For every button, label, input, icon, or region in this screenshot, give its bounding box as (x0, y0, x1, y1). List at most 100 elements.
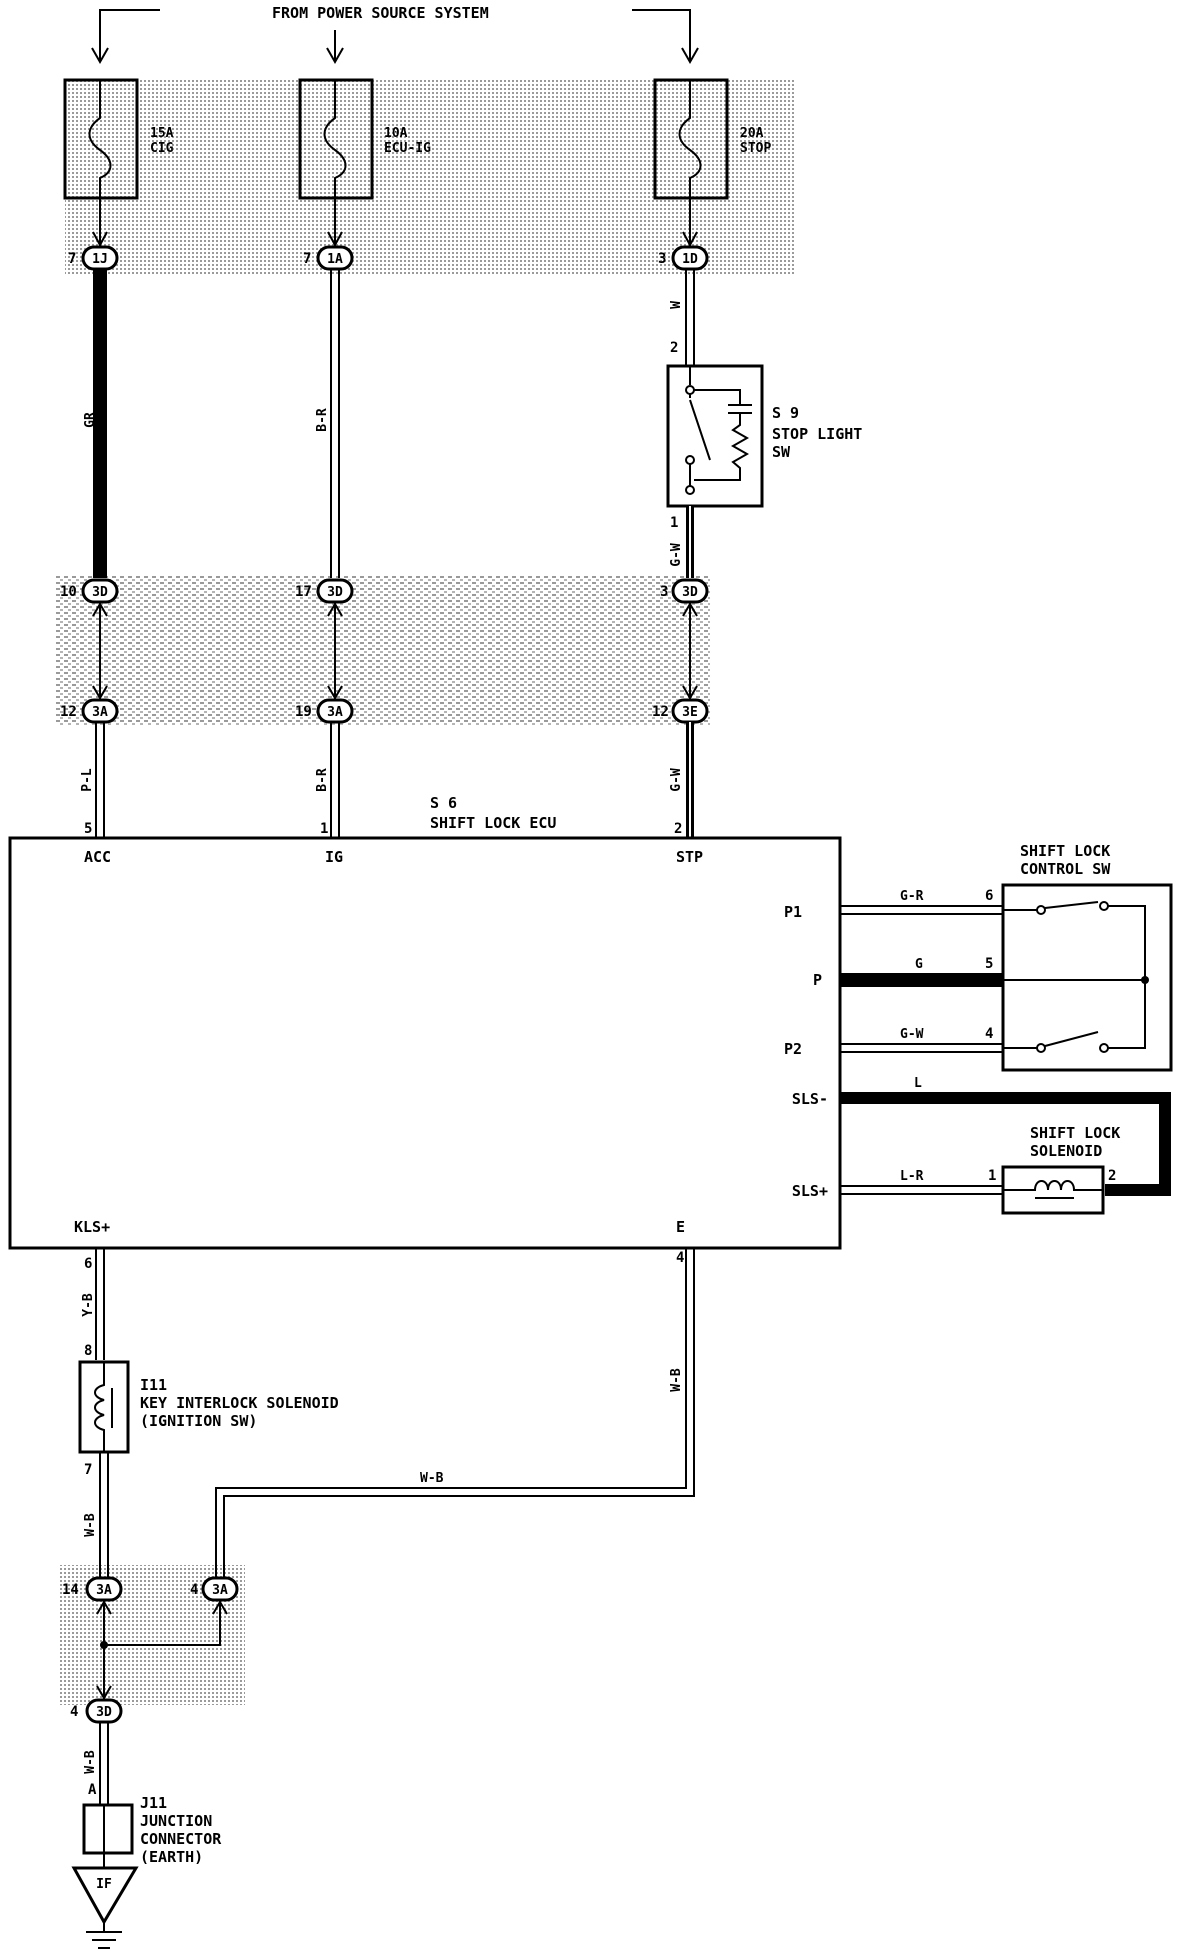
control-sw-line2: CONTROL SW (1020, 860, 1111, 878)
connector-3a-19-pin: 19 (295, 704, 312, 720)
wire-gr-p1: G-R (840, 889, 1003, 915)
wire-wb-e: W-B W-B (215, 1248, 695, 1578)
wire-lr: L-R (840, 1169, 1003, 1195)
connector-1a-code: 1A (327, 252, 343, 267)
junction-pin: A (88, 1782, 97, 1798)
wire-lr-label: L-R (900, 1169, 924, 1184)
connector-3d-10-code: 3D (92, 585, 108, 600)
wire-gw-top-label: G-W (669, 543, 684, 567)
connector-3a-19: 19 3A (295, 698, 354, 724)
shift-lock-control-switch: SHIFT LOCK CONTROL SW 6 5 4 (985, 842, 1173, 1072)
fuse-stop-amp: 20A (740, 126, 764, 141)
wire-gr-label: GR (83, 412, 98, 428)
power-source-header: FROM POWER SOURCE SYSTEM (91, 4, 699, 65)
wire-l: L (840, 1076, 1171, 1196)
ecu-terminal-ig: IG (325, 848, 343, 866)
power-source-label: FROM POWER SOURCE SYSTEM (272, 4, 489, 22)
control-sw-pin-p1: 6 (985, 888, 993, 904)
connector-1j-code: 1J (92, 252, 108, 267)
key-solenoid-pin-bottom: 7 (84, 1462, 92, 1478)
junction-internal (96, 1600, 228, 1700)
connector-1j-pin: 7 (68, 251, 76, 267)
wire-w: W (669, 270, 695, 368)
connector-3a-14: 14 3A (62, 1576, 123, 1602)
ecu-terminal-p1: P1 (784, 903, 802, 921)
ecu-pin-stp: 2 (674, 821, 682, 837)
wire-pl: P-L (80, 722, 105, 838)
control-sw-line1: SHIFT LOCK (1020, 842, 1110, 860)
ecu-terminal-sls-plus: SLS+ (792, 1182, 828, 1200)
solenoid-line1: SHIFT LOCK (1030, 1124, 1120, 1142)
connector-3d-10: 10 3D (60, 578, 119, 604)
junction-line3: (EARTH) (140, 1848, 203, 1866)
wire-wb-bottom: W-B (83, 1722, 109, 1805)
earth-code: IF (96, 1877, 112, 1892)
junction-line1: JUNCTION (140, 1812, 212, 1830)
connector-3d-17: 17 3D (295, 578, 354, 604)
wire-gr-p1-label: G-R (900, 889, 924, 904)
fuse-stop-name: STOP (740, 141, 771, 156)
stop-switch-pin-bottom: 1 (670, 515, 678, 531)
connector-3d-3: 3 3D (660, 578, 709, 604)
connector-3d-4: 4 3D (70, 1698, 123, 1724)
wire-gw-p2: G-W (840, 1027, 1003, 1053)
wire-wb-left: W-B (83, 1452, 109, 1578)
connector-1a: 7 1A (303, 245, 354, 271)
wire-pl-label: P-L (80, 768, 95, 792)
fuse-stop: 20A STOP (653, 78, 771, 200)
ecu-terminal-acc: ACC (84, 848, 111, 866)
connector-3a-19-code: 3A (327, 705, 343, 720)
key-solenoid-line2: (IGNITION SW) (140, 1412, 257, 1430)
junction-connector-j11: A J11 JUNCTION CONNECTOR (EARTH) (82, 1782, 222, 1866)
stop-switch-line2: SW (772, 443, 791, 461)
wire-wb-e-label: W-B (669, 1368, 684, 1392)
fuse-cig-amp: 15A (150, 126, 174, 141)
fuse-cig-name: CIG (150, 141, 174, 156)
wire-gw-low: G-W (669, 722, 694, 838)
ecu-terminal-kls-plus: KLS+ (74, 1218, 110, 1236)
key-interlock-solenoid: 8 7 I11 KEY INTERLOCK SOLENOID (IGNITION… (78, 1343, 339, 1478)
connector-3d-3-code: 3D (682, 585, 698, 600)
shift-lock-ecu: S 6 SHIFT LOCK ECU 5 1 2 ACC IG STP P1 P… (8, 794, 842, 1272)
wire-l-label: L (914, 1076, 922, 1091)
ecu-pin-acc: 5 (84, 821, 92, 837)
ecu-terminal-p2: P2 (784, 1040, 802, 1058)
wire-wb-left-label: W-B (83, 1513, 98, 1537)
solenoid-line2: SOLENOID (1030, 1142, 1102, 1160)
junction-line2: CONNECTOR (140, 1830, 222, 1848)
connector-3d-17-code: 3D (327, 585, 343, 600)
connector-3a-14-code: 3A (96, 1583, 112, 1598)
earth-ground-icon: IF (71, 1853, 139, 1949)
stop-switch-id: S 9 (772, 404, 799, 422)
connector-3a-14-pin: 14 (62, 1582, 79, 1598)
wire-gw-p2-label: G-W (900, 1027, 924, 1042)
wire-br-top: B-R (315, 270, 340, 578)
wire-wb-h-label: W-B (420, 1471, 444, 1486)
control-sw-pin-p2: 4 (985, 1026, 993, 1042)
wire-gr: GR (83, 270, 107, 578)
junction-links (92, 602, 698, 700)
stop-switch-line1: STOP LIGHT (772, 425, 862, 443)
connector-1d: 3 1D (658, 245, 709, 271)
shift-lock-solenoid: SHIFT LOCK SOLENOID 1 2 (988, 1124, 1120, 1215)
fuse-outputs (92, 198, 698, 248)
junction-block-shade-mid (55, 575, 710, 725)
ecu-id: S 6 (430, 794, 457, 812)
ecu-terminal-sls-minus: SLS- (792, 1090, 828, 1108)
connector-3a-12: 12 3A (60, 698, 119, 724)
connector-3e-12: 12 3E (652, 698, 709, 724)
fuse-ecu-ig: 10A ECU-IG (298, 78, 431, 200)
fuse-ecu-ig-name: ECU-IG (384, 141, 431, 156)
connector-3a-12-pin: 12 (60, 704, 77, 720)
connector-3a-4: 4 3A (190, 1576, 239, 1602)
connector-3a-4-code: 3A (212, 1583, 228, 1598)
ecu-terminal-e: E (676, 1218, 685, 1236)
solenoid-pin-left: 1 (988, 1168, 996, 1184)
wire-g-p-label: G (915, 957, 923, 972)
wire-g-p: G (840, 957, 1003, 987)
ecu-pin-kls: 6 (84, 1256, 92, 1272)
solenoid-pin-right: 2 (1108, 1168, 1116, 1184)
wire-br-top-label: B-R (315, 408, 330, 432)
wire-br-low: B-R (315, 722, 340, 838)
connector-1d-pin: 3 (658, 251, 666, 267)
